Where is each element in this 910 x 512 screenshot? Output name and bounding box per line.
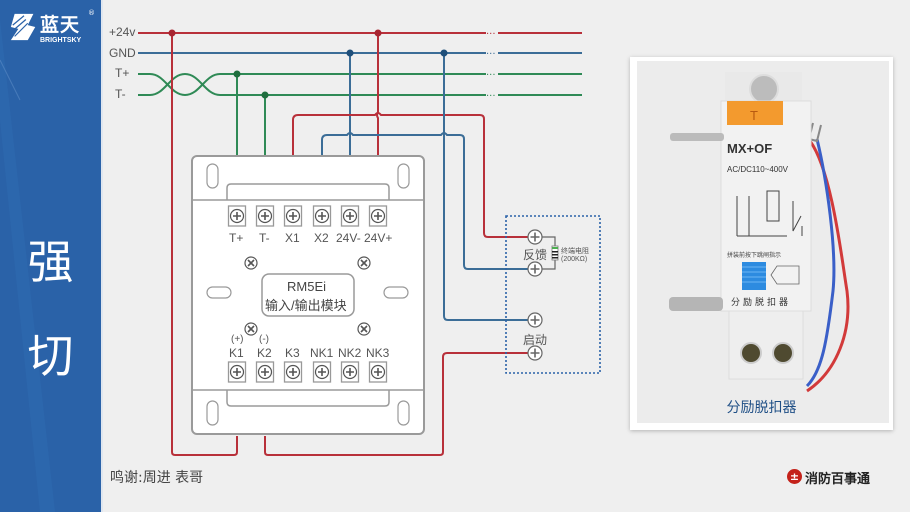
junction-dot [233, 70, 241, 78]
terminal-label-k3: K3 [285, 346, 300, 360]
terminal-label-nk3: NK3 [366, 346, 390, 360]
bus-label-t-minus: T- [115, 87, 126, 101]
polarity-label-plus: (+) [231, 334, 244, 345]
bus-line-t-plus [138, 73, 582, 97]
junction-dot [374, 29, 382, 37]
fire-service-logo-icon: ± [787, 469, 802, 484]
shunt-trip-device-illustration: T MX+OF AC/DC110~400V 拼装前按下跳闸指示 分励脱扣器 [669, 72, 850, 393]
wire-24v-to-24v-plus [376, 33, 379, 156]
product-name-text: 分励脱扣器 [731, 296, 791, 308]
wire-gnd-to-start [443, 53, 528, 321]
bus-label-gnd: GND [109, 46, 136, 60]
junction-dot [168, 29, 176, 37]
product-hint-text: 拼装前按下跳闸指示 [727, 251, 781, 259]
sidebar: 蓝天 ® BRIGHTSKY 强 切 [0, 0, 101, 512]
polarity-label-minus: (-) [259, 334, 269, 345]
brightsky-logo-icon [10, 13, 36, 41]
io-module [191, 155, 425, 435]
sidebar-title-char-2: 切 [27, 329, 74, 383]
terminal-label-24v-minus: 24V- [336, 231, 361, 245]
brand-name-en: BRIGHTSKY [40, 37, 82, 44]
feedback-label: 反馈 [523, 248, 548, 262]
bus-line-t-minus [138, 72, 582, 96]
start-label: 启动 [523, 333, 548, 347]
resistor-value: (200KΩ) [561, 256, 588, 263]
terminal-label-nk2: NK2 [338, 346, 362, 360]
product-rating-text: AC/DC110~400V [727, 165, 789, 174]
bus-continuation-markers: ··· ··· ··· ··· [486, 29, 496, 102]
publisher-name: 消防百事通 [805, 472, 871, 487]
wire-x1-to-feedback [292, 112, 528, 238]
junction-dot [346, 49, 354, 57]
resistor-label: 终端电阻 [561, 248, 589, 255]
terminal-resistor-icon [551, 245, 559, 261]
terminal-label-x1: X1 [285, 231, 300, 245]
product-photo: T MX+OF AC/DC110~400V 拼装前按下跳闸指示 分励脱扣器 [637, 61, 889, 423]
svg-text:···: ··· [486, 70, 496, 81]
terminal-label-k1: K1 [229, 346, 244, 360]
terminal-label-x2: X2 [314, 231, 329, 245]
svg-text:···: ··· [486, 29, 496, 40]
wire-24v-to-k1 [171, 33, 238, 456]
junction-dot [440, 49, 448, 57]
svg-text:···: ··· [486, 91, 496, 102]
terminal-label-t-plus: T+ [229, 231, 244, 245]
terminal-label-k2: K2 [257, 346, 272, 360]
svg-text:···: ··· [486, 49, 496, 60]
brand-name-cn: 蓝天 [40, 14, 81, 36]
terminal-label-24v-plus: 24V+ [364, 231, 393, 245]
junction-dot [261, 91, 269, 99]
wire-k2-to-start [264, 352, 528, 456]
module-model: RM5Ei [287, 279, 327, 294]
sidebar-decoration [0, 20, 55, 512]
sidebar-title-char-1: 强 [27, 235, 74, 289]
field-device-box [505, 215, 601, 374]
product-photo-card: T MX+OF AC/DC110~400V 拼装前按下跳闸指示 分励脱扣器 分励… [630, 57, 893, 430]
registered-mark: ® [88, 9, 95, 17]
module-name: 输入/输出模块 [265, 298, 347, 313]
bus-label-24v: +24v [109, 25, 136, 39]
photo-caption: 分励脱扣器 [726, 400, 797, 416]
terminal-label-t-minus: T- [259, 231, 270, 245]
terminal-label-nk1: NK1 [310, 346, 334, 360]
sidebar-divider [101, 0, 103, 512]
credit-text: 鸣谢:周进 表哥 [110, 470, 204, 486]
svg-text:T: T [750, 108, 758, 123]
bus-label-t-plus: T+ [115, 66, 130, 80]
product-model-text: MX+OF [727, 141, 772, 156]
